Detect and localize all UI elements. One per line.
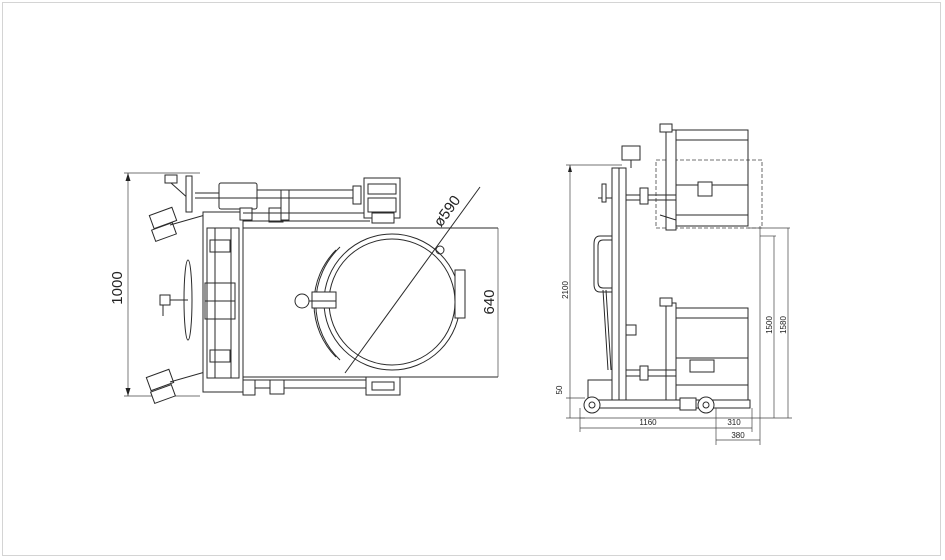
- dim-label-diameter: ø590: [430, 193, 464, 231]
- dim-label-380: 380: [731, 431, 745, 440]
- top-view: 1000: [109, 172, 499, 405]
- arrow-up: [125, 173, 131, 181]
- dim-label-1000: 1000: [109, 271, 126, 304]
- diameter-line: [344, 186, 481, 374]
- motor-box: [218, 182, 258, 210]
- dim-label-1160: 1160: [639, 418, 657, 427]
- chassis: [202, 211, 244, 393]
- drum-lower: [675, 307, 749, 401]
- arrow-down: [125, 388, 131, 396]
- rear-wheel: [583, 396, 601, 414]
- dim-label-310: 310: [727, 418, 741, 427]
- dim-label-1500: 1500: [765, 316, 774, 334]
- front-wheel: [697, 396, 715, 414]
- dim-label-640: 640: [481, 289, 498, 314]
- side-view: 2100 50: [555, 123, 792, 445]
- base: [589, 399, 751, 409]
- dim-label-1580: 1580: [779, 316, 788, 334]
- dim-label-2100: 2100: [561, 281, 570, 299]
- drum-upper-dashed: [655, 159, 763, 229]
- dim-label-50: 50: [555, 385, 564, 394]
